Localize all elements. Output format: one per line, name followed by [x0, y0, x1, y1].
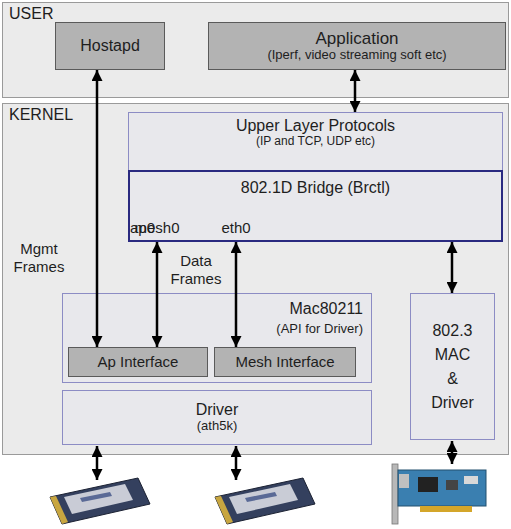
card-connector	[50, 496, 68, 524]
process-box: Hostapd	[55, 22, 165, 70]
driver-box: 802.3 MAC & Driver	[410, 293, 495, 440]
node-text: 802.3 MAC & Driver	[429, 319, 477, 415]
api-box: Ap Interface Mesh Interface Mac80211 (API f…	[62, 293, 372, 383]
connector-arrow	[156, 242, 159, 347]
card-body	[215, 478, 315, 524]
layer-band: Hostapd Application(Iperf, video streamin…	[2, 2, 509, 98]
node-text: KERNEL	[9, 106, 73, 124]
connector-arrow	[235, 242, 238, 347]
connector-arrow	[354, 70, 357, 112]
wireless-card-picture	[215, 478, 315, 524]
card-bracket	[392, 464, 398, 524]
port-name: eth0	[221, 219, 250, 236]
bridge-box: 802.1D Bridge (Brctl)ap0mesh0eth0	[128, 170, 503, 242]
card-connector	[215, 496, 233, 524]
node-text: (Iperf, video streaming soft etc)	[267, 48, 446, 63]
node-text: Upper Layer Protocols	[236, 117, 395, 135]
node-text: (API for Driver)	[276, 322, 363, 337]
card-chip	[464, 476, 478, 484]
card-chip	[446, 480, 458, 490]
wireless-card-picture	[50, 478, 150, 524]
hardware-link-arrow	[96, 446, 99, 480]
card-edge-connector	[420, 506, 472, 512]
node-text: Ap Interface	[98, 353, 179, 370]
node-text: Hostapd	[80, 37, 140, 55]
card-chip	[418, 477, 438, 492]
node-text: Application	[315, 29, 398, 49]
card-board	[398, 470, 486, 506]
card-port	[399, 474, 409, 488]
node-text: 802.1D Bridge (Brctl)	[241, 179, 390, 197]
node-text: (IP and TCP, UDP etc)	[256, 135, 375, 149]
node-text: (ath5k)	[197, 419, 237, 434]
node-text: Driver	[196, 401, 239, 419]
node-text: USER	[9, 5, 53, 23]
interface-box: Mesh Interface	[214, 347, 356, 377]
annotation-label: Data Frames	[166, 252, 226, 288]
card-label	[229, 484, 298, 514]
protocol-box: 802.1D Bridge (Brctl)ap0mesh0eth0Upper L…	[128, 112, 503, 242]
driver-box: Driver(ath5k)	[62, 390, 372, 445]
card-label	[64, 484, 133, 514]
ethernet-card-picture	[392, 464, 486, 524]
connector-arrow	[451, 242, 454, 293]
annotation-label: Mgmt Frames	[8, 240, 70, 276]
node-text: Mac80211	[289, 300, 363, 318]
card-logo	[80, 492, 112, 502]
interface-box: Ap Interface	[68, 347, 208, 377]
layer-band: 802.1D Bridge (Brctl)ap0mesh0eth0Upper L…	[2, 103, 509, 455]
hardware-link-arrow	[451, 441, 454, 464]
port-name: mesh0	[134, 219, 179, 236]
card-logo	[245, 492, 277, 502]
node-text: Mesh Interface	[235, 353, 334, 370]
card-body	[50, 478, 150, 524]
connector-arrow	[96, 70, 99, 347]
process-box: Application(Iperf, video streaming soft …	[208, 22, 506, 70]
hardware-link-arrow	[235, 446, 238, 480]
